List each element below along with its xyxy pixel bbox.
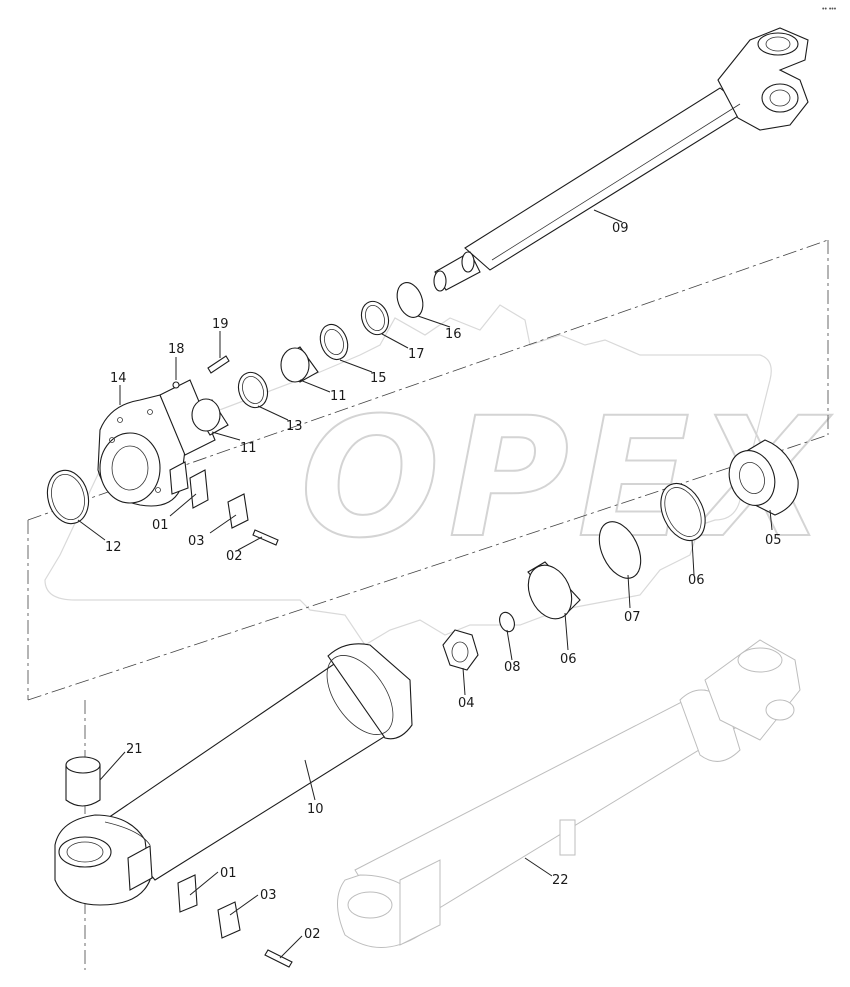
label-14: 14 [110, 371, 127, 386]
cylinder-head [97, 379, 216, 507]
label-09: 09 [612, 221, 629, 236]
label-19: 19 [212, 317, 229, 332]
label-11-lower: 11 [240, 441, 257, 456]
label-05: 05 [765, 533, 782, 548]
label-08: 08 [504, 660, 521, 675]
corner-mark: •• ••• [822, 6, 837, 13]
assembled-cylinder-ghost [337, 639, 801, 948]
pin-18 [172, 381, 180, 389]
wear-ring-06b [660, 482, 706, 542]
label-02-upper: 02 [226, 549, 243, 564]
bolt-02-lower [264, 949, 293, 968]
piston-rod [433, 27, 809, 292]
label-18: 18 [168, 342, 185, 357]
seal-13 [237, 371, 269, 409]
seal-17 [360, 300, 390, 336]
seal-12 [46, 469, 90, 525]
label-22: 22 [552, 873, 569, 888]
piston-05 [728, 439, 799, 516]
shim-01-upper [189, 469, 209, 509]
shim-01-lower [177, 874, 198, 913]
leader-lines [77, 209, 773, 959]
plate-03-lower [217, 901, 241, 939]
label-21: 21 [126, 742, 143, 757]
guide-ring-11a [191, 398, 229, 436]
label-01-upper: 01 [152, 518, 169, 533]
label-02-lower: 02 [304, 927, 321, 942]
label-01-lower: 01 [220, 866, 237, 881]
label-10: 10 [307, 802, 324, 817]
nut-04 [442, 629, 479, 671]
cylinder-barrel [54, 643, 413, 906]
guide-ring-11b [280, 346, 319, 383]
screw-19 [207, 355, 230, 374]
label-03-upper: 03 [188, 534, 205, 549]
seal-16 [396, 282, 424, 318]
wear-ring-06a [527, 561, 581, 620]
bolt-02-upper [252, 529, 279, 546]
label-12: 12 [105, 540, 122, 555]
label-03-lower: 03 [260, 888, 277, 903]
label-04: 04 [458, 696, 475, 711]
bushing-21 [65, 756, 101, 807]
seal-07 [598, 521, 642, 579]
label-16: 16 [445, 327, 462, 342]
seal-15 [319, 323, 349, 361]
label-17: 17 [408, 347, 425, 362]
label-15: 15 [370, 371, 387, 386]
plate-03-upper [227, 493, 249, 529]
label-06-lower: 06 [560, 652, 577, 667]
label-11-upper: 11 [330, 389, 347, 404]
part-labels: 09 19 18 14 16 17 15 11 13 11 01 03 02 1… [105, 221, 782, 942]
label-06-upper: 06 [688, 573, 705, 588]
oring-08 [499, 611, 515, 633]
label-13: 13 [286, 419, 303, 434]
label-07: 07 [624, 610, 641, 625]
